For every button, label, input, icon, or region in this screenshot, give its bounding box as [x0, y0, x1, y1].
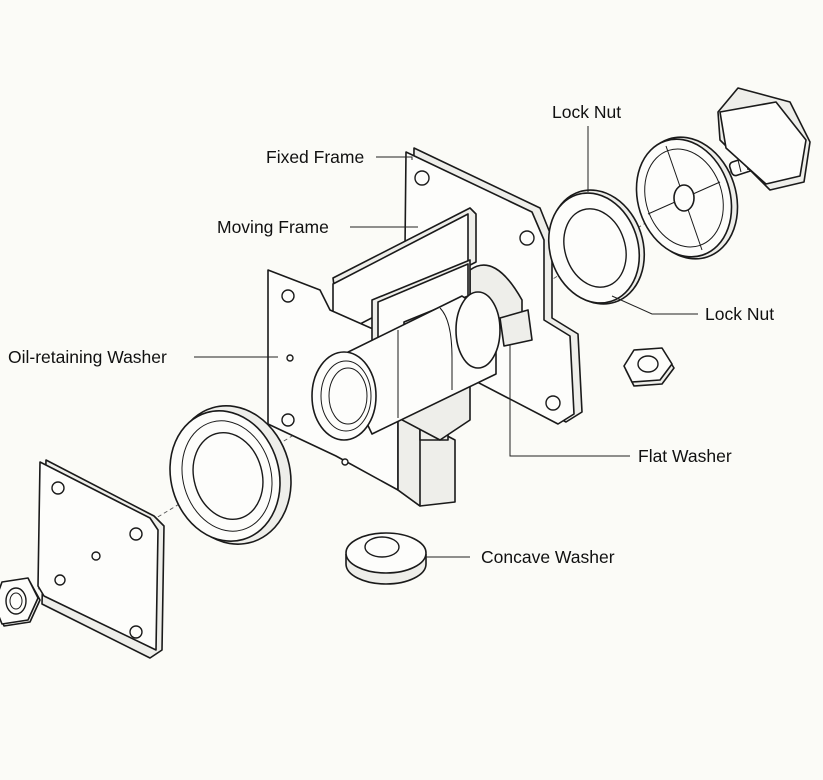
handwheel-part: [635, 136, 739, 260]
label-lock-nut-right: Lock Nut: [705, 304, 774, 324]
fixed-frame-leader: [376, 156, 413, 160]
flat-washer-leader: [509, 344, 630, 457]
label-oil-retaining-washer: Oil-retaining Washer: [8, 347, 167, 367]
lock-nut-right-leader: [611, 295, 698, 315]
shaft-sleeve-part: [311, 291, 533, 441]
label-moving-frame: Moving Frame: [217, 217, 329, 237]
label-fixed-frame: Fixed Frame: [266, 147, 364, 167]
lock-nut-ring-part: [547, 189, 646, 305]
label-flat-washer: Flat Washer: [638, 446, 732, 466]
cover-plate-part: [37, 459, 165, 659]
label-concave-washer: Concave Washer: [481, 547, 615, 567]
hex-nut-left-part: [0, 577, 41, 627]
octagonal-knob-part: [717, 87, 811, 191]
oil-retaining-washer-part: [169, 405, 292, 545]
hex-nut-right-part: [623, 347, 675, 387]
concave-washer-part: [345, 532, 427, 585]
label-lock-nut-top: Lock Nut: [552, 102, 621, 122]
